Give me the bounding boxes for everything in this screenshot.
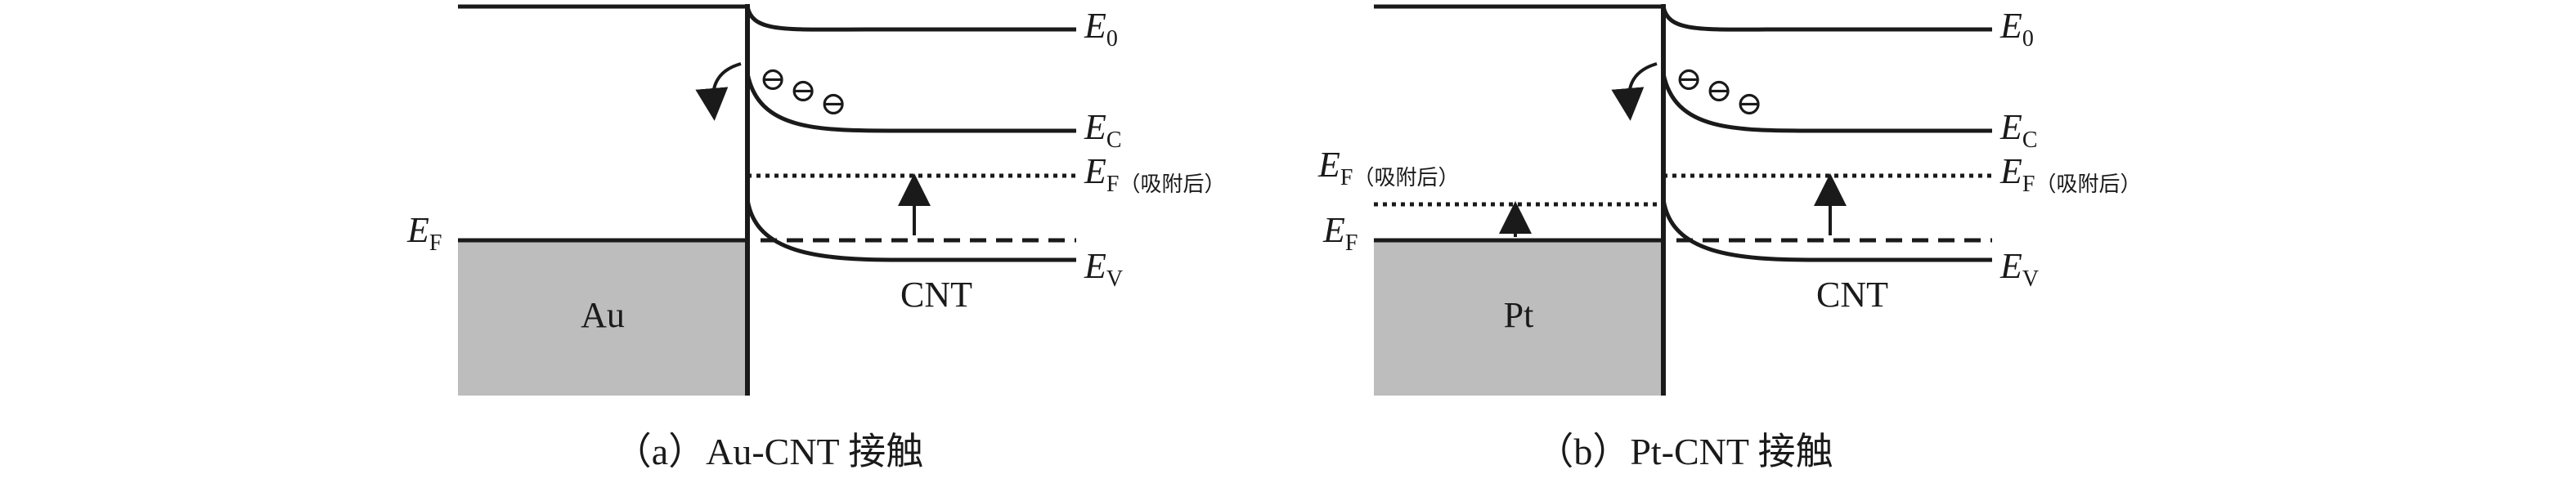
label-ef-after: EF（吸附后） (1084, 151, 1225, 197)
svg-text:EF（吸附后）: EF（吸附后） (1084, 151, 1225, 197)
metal-label: Pt (1504, 295, 1534, 335)
electron-symbol: ⊖ (819, 85, 847, 122)
semiconductor-label: CNT (1816, 275, 1888, 315)
semiconductor-label: CNT (900, 275, 972, 315)
electron-transfer-arrow (1611, 62, 1658, 121)
svg-text:EF: EF (1322, 210, 1358, 256)
electron-symbol: ⊖ (759, 60, 787, 97)
svg-text:EV: EV (1084, 246, 1123, 292)
label-e0: E0 (1999, 6, 2034, 51)
panel-b: ⊖ ⊖ ⊖ Pt CNT E0 EC EF（吸附后） EV EF（吸附后） EF… (1317, 4, 2141, 472)
vacuum-level-curve (1661, 6, 1992, 32)
label-ec: EC (1084, 107, 1122, 153)
metal-label: Au (581, 295, 625, 335)
svg-text:EF: EF (406, 210, 442, 256)
svg-text:EC: EC (1084, 107, 1122, 153)
label-ef-metal: EF (406, 210, 442, 256)
svg-text:EV: EV (1999, 246, 2039, 292)
label-ev: EV (1084, 246, 1123, 292)
vacuum-level-curve (745, 6, 1076, 32)
svg-text:EC: EC (1999, 107, 2038, 153)
caption-b: （b）Pt-CNT 接触 (1536, 431, 1833, 472)
valence-band-curve (1661, 199, 1992, 262)
label-ef-metal-after: EF（吸附后） (1317, 145, 1459, 190)
electron-transfer-arrow (695, 62, 742, 121)
label-ef-metal: EF (1322, 210, 1358, 256)
panel-a: ⊖ ⊖ ⊖ Au CNT E0 EC EF（吸附后） EV EF （a）Au-C… (406, 4, 1225, 472)
electrons-group: ⊖ ⊖ ⊖ (1675, 60, 1763, 122)
electron-symbol: ⊖ (789, 72, 817, 109)
metal-block-au (458, 240, 747, 396)
conduction-band-curve (1661, 73, 1992, 133)
svg-text:E0: E0 (1084, 6, 1118, 51)
electron-symbol: ⊖ (1675, 60, 1703, 97)
electron-symbol: ⊖ (1705, 72, 1733, 109)
metal-block-pt (1374, 240, 1663, 396)
label-e0: E0 (1084, 6, 1118, 51)
svg-text:E0: E0 (1999, 6, 2034, 51)
label-ev: EV (1999, 246, 2039, 292)
label-ef-after: EF（吸附后） (1999, 151, 2141, 197)
conduction-band-curve (745, 73, 1076, 133)
svg-text:EF（吸附后）: EF（吸附后） (1317, 145, 1459, 190)
caption-a: （a）Au-CNT 接触 (614, 431, 924, 472)
svg-text:EF（吸附后）: EF（吸附后） (1999, 151, 2141, 197)
electron-symbol: ⊖ (1735, 85, 1763, 122)
label-ec: EC (1999, 107, 2038, 153)
electrons-group: ⊖ ⊖ ⊖ (759, 60, 847, 122)
valence-band-curve (745, 199, 1076, 262)
